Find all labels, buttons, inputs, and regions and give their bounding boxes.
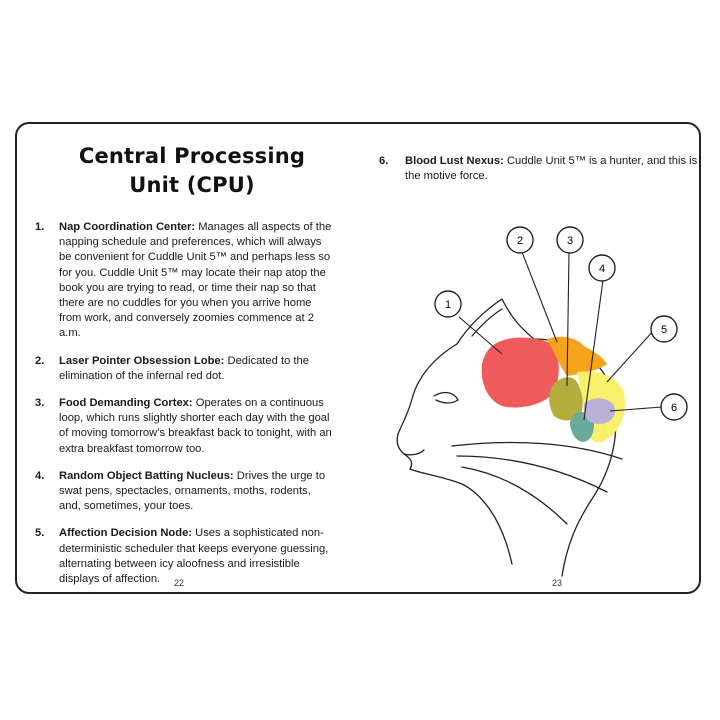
item-number: 3. [35, 397, 45, 410]
svg-text:6: 6 [671, 402, 677, 414]
item-description: Uses a sophisticated non-deterministic s… [59, 527, 329, 586]
list-item: 2. Laser Pointer Obsession Lobe: Dedicat… [35, 354, 335, 384]
item-text: Affection Decision Node: Uses a sophisti… [59, 526, 335, 587]
title-line-2: Unit (CPU) [129, 173, 255, 197]
item-number: 4. [35, 469, 45, 482]
item-label: Laser Pointer Obsession Lobe: [59, 354, 225, 367]
svg-text:3: 3 [567, 235, 573, 247]
item-label: Nap Coordination Center: [59, 221, 196, 233]
page-number-left: 22 [174, 578, 185, 588]
item-description: Dedicated to the elimination of the infe… [59, 354, 309, 382]
callout-2: 2 [506, 226, 534, 254]
item-description: Manages all aspects of the napping sched… [59, 221, 332, 340]
cat-outline [396, 298, 623, 577]
title-line-1: Central Processing [78, 144, 306, 168]
item-label: Blood Lust Nexus: [405, 155, 504, 167]
item-description: Drives the urge to swat pens, spectacles… [59, 469, 326, 513]
item-text: Nap Coordination Center: Manages all asp… [59, 220, 335, 342]
callout-1: 1 [434, 290, 462, 318]
item-number: 5. [35, 527, 45, 540]
callout-6: 6 [660, 393, 688, 421]
page-title: Central Processing Unit (CPU) [47, 142, 337, 200]
item-text: Blood Lust Nexus: Cuddle Unit 5™ is a hu… [405, 154, 699, 184]
item-description: Cuddle Unit 5™ is a hunter, and this is … [405, 155, 698, 183]
brain-regions [481, 336, 626, 443]
region-3-food-demanding [549, 377, 583, 421]
left-page: Central Processing Unit (CPU) 1. Nap Coo… [17, 124, 362, 592]
item-label: Food Demanding Cortex: [59, 397, 193, 410]
list-item: 3. Food Demanding Cortex: Operates on a … [35, 396, 335, 457]
list-item: 5. Affection Decision Node: Uses a sophi… [35, 526, 335, 587]
list-item: 1. Nap Coordination Center: Manages all … [35, 220, 335, 342]
brain-region-list: 1. Nap Coordination Center: Manages all … [35, 220, 335, 599]
item-text: Random Object Batting Nucleus: Drives th… [59, 469, 335, 515]
svg-text:1: 1 [445, 299, 451, 311]
list-item: 4. Random Object Batting Nucleus: Drives… [35, 469, 335, 515]
callouts: 1 2 3 4 5 [434, 226, 688, 421]
callout-lines [458, 251, 663, 421]
page-number-right: 23 [552, 578, 563, 588]
item-label: Affection Decision Node: [59, 527, 193, 540]
callout-4: 4 [588, 254, 616, 282]
item-description: Operates on a continuous loop, which run… [59, 397, 332, 455]
cat-brain-diagram: 1 2 3 4 5 [396, 226, 688, 577]
right-page: 6. Blood Lust Nexus: Cuddle Unit 5™ is a… [362, 124, 701, 592]
svg-text:5: 5 [661, 324, 667, 336]
book-spread: Central Processing Unit (CPU) 1. Nap Coo… [15, 122, 701, 594]
item-number: 1. [35, 221, 45, 233]
region-1-nap-coordination [481, 337, 559, 408]
svg-text:2: 2 [517, 235, 523, 247]
region-2-laser-pointer [547, 336, 607, 376]
item-number: 6. [379, 155, 389, 167]
region-6-blood-lust [583, 398, 616, 424]
list-item: 6. Blood Lust Nexus: Cuddle Unit 5™ is a… [379, 154, 699, 184]
callout-3: 3 [556, 226, 584, 254]
svg-text:4: 4 [599, 263, 605, 275]
item-label: Random Object Batting Nucleus: [59, 469, 234, 482]
item-number: 2. [35, 354, 45, 367]
item-text: Food Demanding Cortex: Operates on a con… [59, 396, 335, 457]
callout-5: 5 [650, 315, 678, 343]
item-text: Laser Pointer Obsession Lobe: Dedicated … [59, 354, 335, 384]
